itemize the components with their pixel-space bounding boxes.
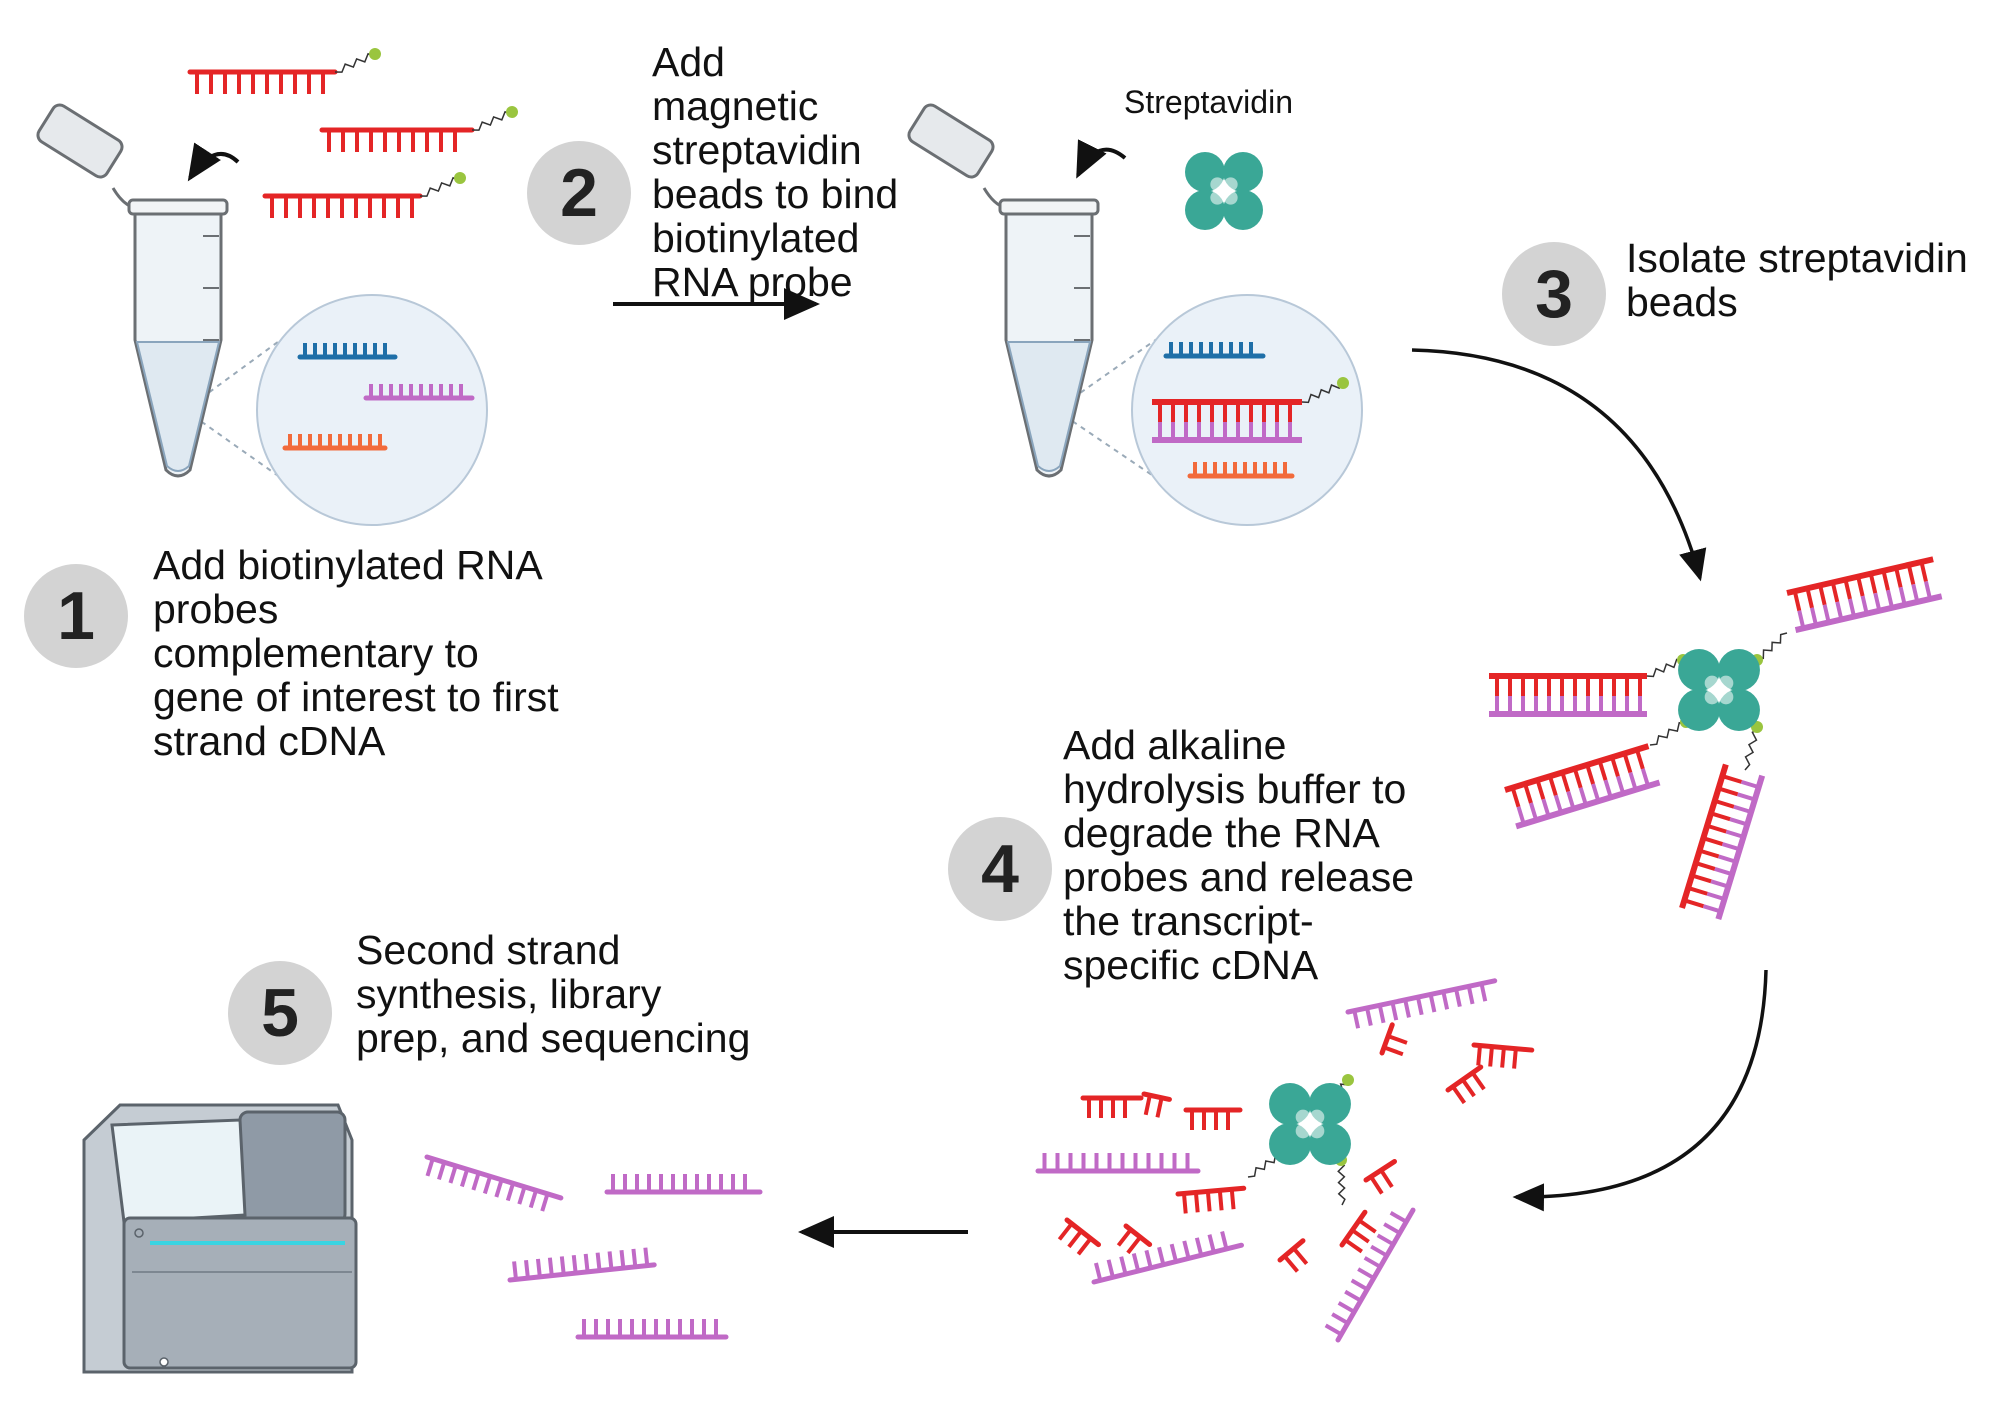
streptavidin-bead-icon (1269, 1083, 1351, 1165)
step-1-label: Add biotinylated RNA probes complementar… (153, 542, 559, 764)
captured-duplex (1679, 763, 1766, 920)
cdna-strand-icon (282, 434, 388, 451)
rna-fragment-icon (1175, 1185, 1247, 1214)
step-3-label: Isolate streptavidin beads (1626, 235, 1968, 325)
step-2-badge: 2 (527, 141, 631, 245)
step-4-badge: 4 (948, 817, 1052, 921)
sequencer-icon (82, 1103, 358, 1374)
cdna-strand-icon (1091, 1231, 1244, 1285)
microtube-icon (36, 103, 229, 478)
zoom-circle-2 (1055, 294, 1363, 526)
captured-duplex (1504, 743, 1661, 830)
cdna-strand-icon (604, 1174, 763, 1195)
rna-fragment-icon (1116, 1223, 1153, 1255)
arrow-icon (1512, 969, 1768, 1212)
streptavidin-label: Streptavidin (1124, 84, 1293, 120)
step-1-badge: 1 (24, 564, 128, 668)
rna-probe-icon (187, 69, 338, 94)
rna-fragment-icon (1183, 1107, 1243, 1130)
arrow-icon (1411, 348, 1707, 582)
rna-fragment-icon (1277, 1238, 1309, 1273)
rna-fragment-icon (1057, 1217, 1102, 1256)
captured-duplex (1786, 556, 1943, 633)
zoom-circle-1 (184, 294, 488, 526)
microtube-icon (907, 103, 1100, 478)
step-4-label: Add alkaline hydrolysis buffer to degrad… (1063, 722, 1415, 988)
step-5-badge: 5 (228, 961, 332, 1065)
step-5-label: Second strand synthesis, library prep, a… (356, 927, 751, 1061)
probe-cdna-duplex (1152, 399, 1302, 443)
streptavidin-bead-icon (1185, 152, 1263, 230)
rna-fragment-icon (1445, 1064, 1486, 1105)
cdna-strand-icon (1035, 1153, 1201, 1174)
rna-probe-1 (187, 48, 381, 94)
arrow-icon (187, 142, 240, 182)
streptavidin-bead-icon (1678, 649, 1760, 731)
biotin-dot (369, 48, 381, 60)
cdna-strand-icon (1187, 462, 1295, 479)
biotin-dot (1342, 1074, 1354, 1086)
cdna-strand-icon (297, 343, 398, 360)
rna-probe-2 (319, 106, 518, 152)
biotin-dot (454, 172, 466, 184)
arrow-icon (1076, 139, 1127, 179)
cdna-strand-icon (507, 1247, 657, 1283)
rna-fragment-icon (1141, 1091, 1172, 1118)
cdna-strand-icon (1324, 1207, 1416, 1343)
rna-probe-icon (262, 193, 423, 218)
biotin-dot (1337, 377, 1349, 389)
rna-fragment-icon (1471, 1042, 1535, 1069)
rna-fragment-icon (1379, 1022, 1408, 1057)
step-2-label: Add magnetic streptavidin beads to bind … (652, 39, 899, 305)
rna-fragment-icon (1339, 1209, 1377, 1254)
rna-fragment-icon (1080, 1095, 1144, 1118)
cdna-strand-icon (424, 1154, 564, 1212)
cdna-strand-icon (1163, 342, 1266, 359)
rna-probe-icon (319, 127, 475, 152)
rna-probe-3 (262, 172, 466, 218)
cdna-strand-icon (363, 384, 475, 401)
cdna-strand-icon (575, 1319, 729, 1340)
cdna-strand-icon (1345, 978, 1498, 1029)
rna-fragment-icon (1363, 1158, 1398, 1195)
step-3-badge: 3 (1502, 242, 1606, 346)
biotin-dot (506, 106, 518, 118)
captured-duplex (1489, 673, 1647, 717)
